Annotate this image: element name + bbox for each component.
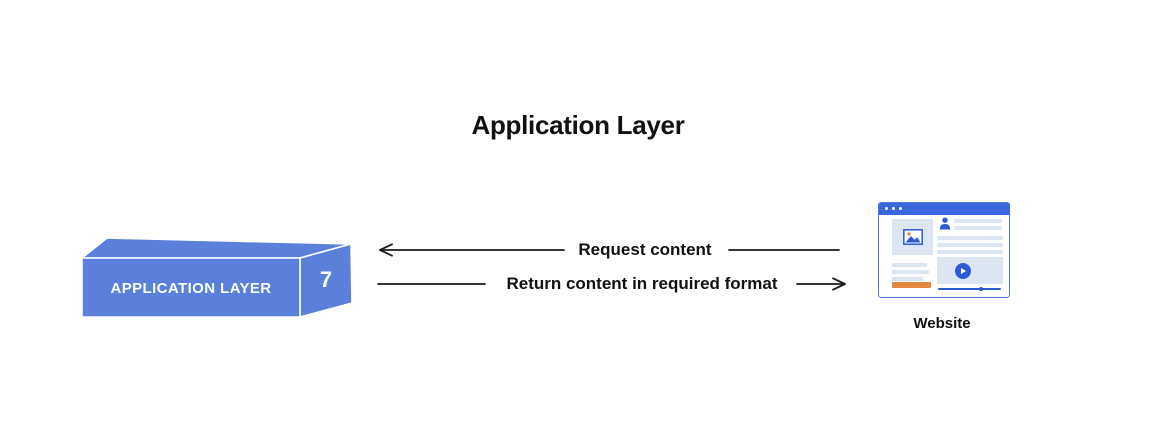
box-front-face (81, 257, 301, 318)
user-icon (939, 217, 951, 230)
text-placeholder-line (937, 236, 1003, 240)
text-placeholder-line (892, 270, 929, 274)
return-content-label: Return content in required format (502, 274, 782, 294)
button-placeholder (892, 282, 931, 288)
text-placeholder-line (954, 226, 1002, 230)
window-dot-icon (884, 206, 888, 211)
website-label: Website (913, 315, 971, 332)
window-dot-icon (898, 206, 902, 211)
browser-header (878, 202, 1010, 215)
website-browser-window (878, 202, 1010, 298)
request-arrow (379, 243, 840, 257)
return-arrow (377, 277, 846, 291)
video-progress-bar (938, 288, 1001, 290)
layer-number: 7 (320, 267, 332, 292)
play-icon (955, 262, 971, 279)
arrowhead-left-icon (379, 243, 393, 257)
video-progress-dot (979, 287, 983, 291)
video-placeholder (937, 257, 1003, 284)
request-content-label: Request content (574, 240, 716, 260)
image-placeholder (892, 219, 933, 255)
text-placeholder-line (937, 243, 1003, 247)
arrowhead-right-icon (832, 277, 846, 291)
play-triangle (961, 267, 967, 274)
text-placeholder-line (892, 277, 923, 281)
window-dot-icon (891, 206, 895, 211)
image-icon (902, 229, 923, 245)
page-title: Application Layer (471, 110, 685, 140)
text-placeholder-line (892, 263, 927, 267)
application-layer-box: APPLICATION LAYER 7 (81, 237, 353, 318)
text-placeholder-line (937, 250, 1003, 254)
text-placeholder-line (954, 219, 1002, 223)
layer-box-label: APPLICATION LAYER (111, 280, 272, 297)
